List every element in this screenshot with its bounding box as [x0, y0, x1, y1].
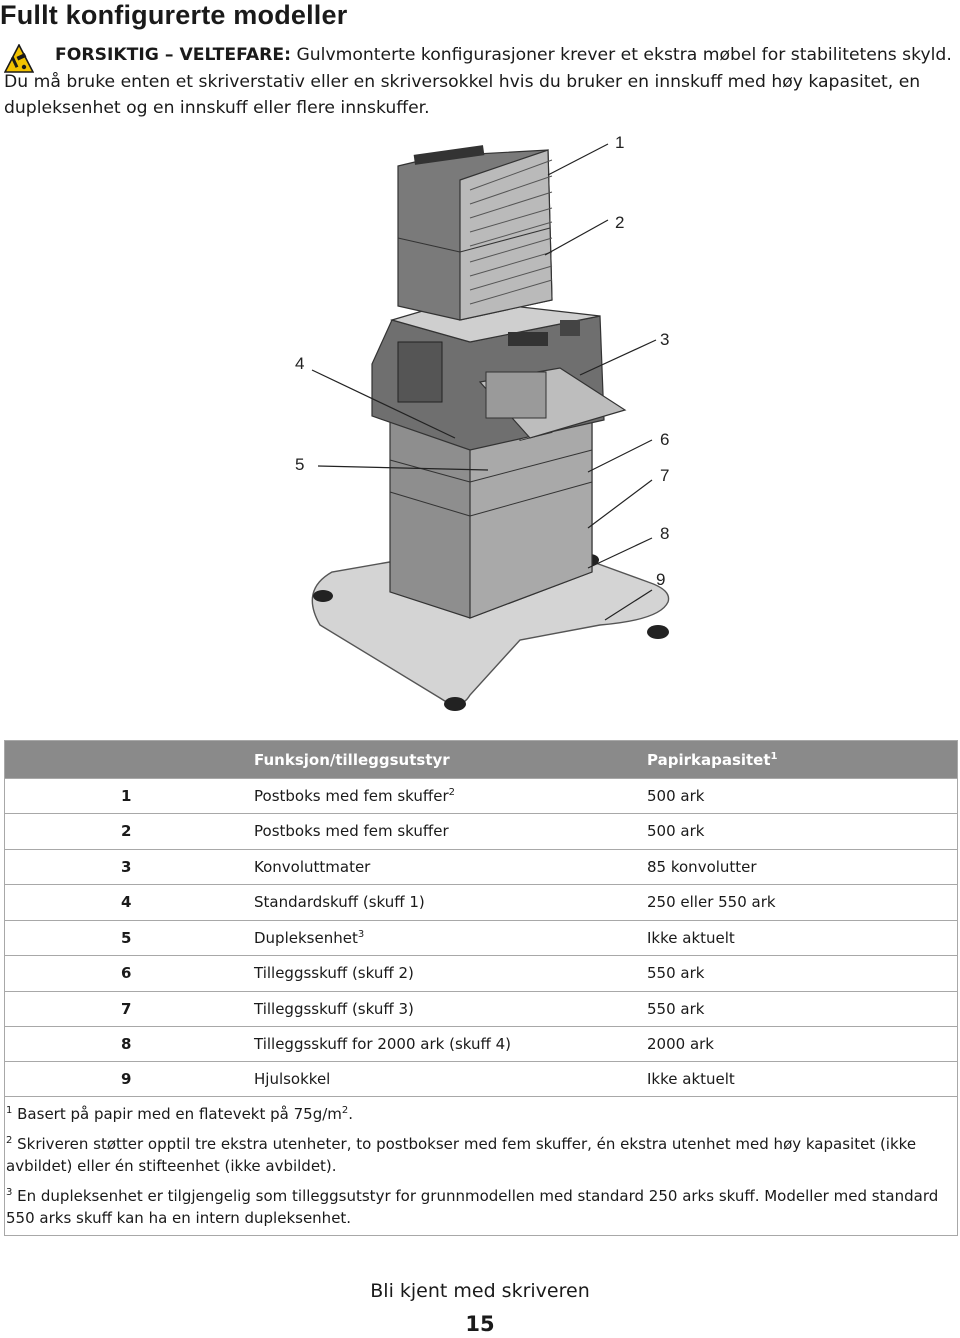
tray-stack [389, 333, 593, 619]
footnote-1: 1 Basert på papir med en flatevekt på 75… [6, 1105, 354, 1123]
page-number: 15 [465, 1312, 495, 1336]
callout-8: 8 [660, 524, 670, 543]
callout-9: 9 [656, 570, 666, 589]
printer-illustration [311, 143, 670, 711]
footnote-3: 3 En dupleksenhet er tilgjengelig som ti… [6, 1187, 939, 1227]
callout-6: 6 [660, 430, 670, 449]
tip-hazard-icon [4, 44, 34, 73]
callout-1: 1 [615, 133, 625, 152]
mailbox-units [397, 145, 553, 321]
caution-body: Gulvmonterte konfigurasjoner krever et e… [4, 45, 952, 118]
header-capacity: Papirkapasitet1 [647, 751, 778, 769]
page-title: Fullt konfigurerte modeller [0, 0, 348, 30]
capacity-table: Funksjon/tilleggsutstyr Papirkapasitet1 … [4, 740, 958, 1236]
callout-5: 5 [295, 455, 305, 474]
footnote-2: 2 Skriveren støtter opptil tre ekstra ut… [6, 1135, 917, 1175]
table-header: Funksjon/tilleggsutstyr Papirkapasitet1 [5, 741, 957, 778]
printer-body [371, 299, 627, 451]
table-footnotes: 1 Basert på papir med en flatevekt på 75… [6, 1103, 956, 1237]
leader-lines [311, 143, 657, 621]
callout-4: 4 [295, 354, 305, 373]
caution-notice: FORSIKTIG – VELTEFARE: Gulvmonterte konf… [4, 42, 960, 122]
callout-2: 2 [615, 213, 625, 232]
callout-3: 3 [660, 330, 670, 349]
table-divider [5, 1096, 957, 1098]
caution-label: FORSIKTIG – VELTEFARE: [55, 45, 291, 65]
footer-section-title: Bli kjent med skriveren [370, 1280, 590, 1302]
header-function: Funksjon/tilleggsutstyr [254, 751, 450, 769]
callout-7: 7 [660, 466, 670, 485]
